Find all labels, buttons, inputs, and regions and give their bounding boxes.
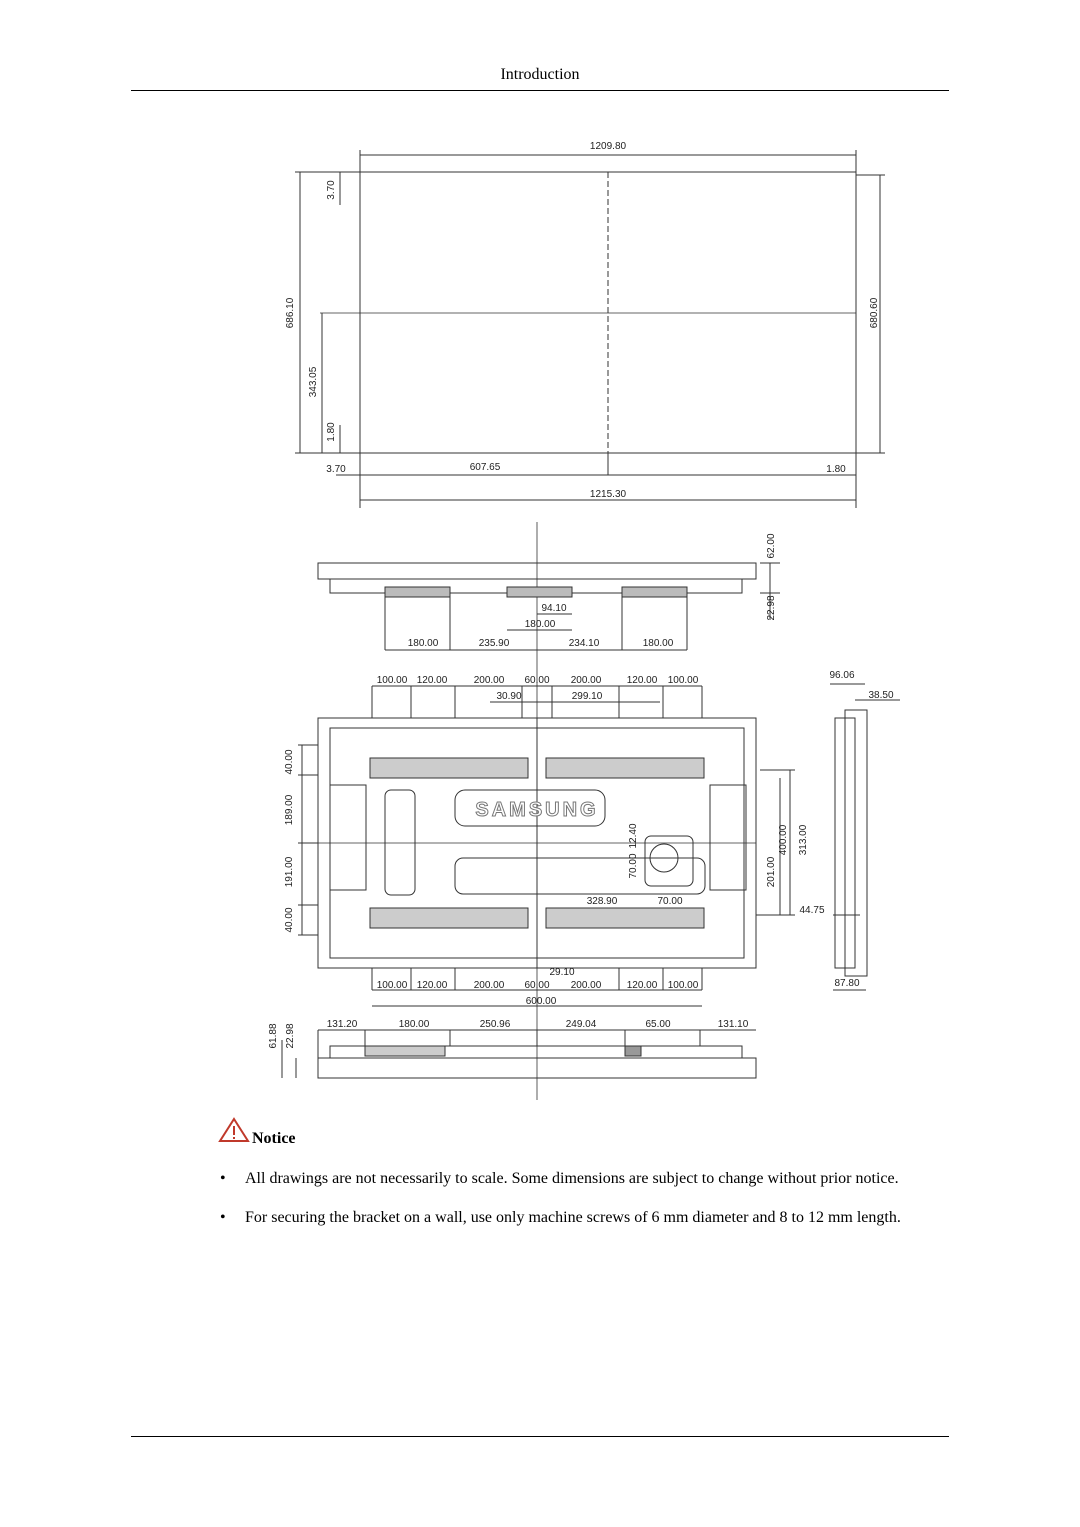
dim-rear-left-height: 40.00 <box>284 749 295 774</box>
page-header-title: Introduction <box>500 66 580 83</box>
dim-rear-bottom-span: 60.00 <box>524 980 549 991</box>
dim-left-height: 686.10 <box>285 297 296 328</box>
dim-left-top-offset: 3.70 <box>326 180 337 200</box>
dim-rear-top-span: 120.00 <box>627 675 658 686</box>
dim-rear-left-height: 40.00 <box>284 907 295 932</box>
dim-top-span: 235.90 <box>479 638 510 649</box>
samsung-logo: SAMSUNG <box>475 799 598 821</box>
footer-rule <box>131 1436 949 1437</box>
dim-bottom-width: 1215.30 <box>590 489 627 500</box>
dim-side-w4: 87.80 <box>834 978 859 989</box>
dim-rear-top-sub: 30.90 <box>496 691 521 702</box>
dim-rear-inner-v: 70.00 <box>628 853 639 878</box>
dim-rear-top-span: 200.00 <box>474 675 505 686</box>
dim-side-w3: 44.75 <box>799 905 824 916</box>
dim-rear-top-span: 100.00 <box>668 675 699 686</box>
dim-rear-bottom-span: 120.00 <box>417 980 448 991</box>
dim-bottom-center: 607.65 <box>470 462 501 473</box>
dim-top-span: 234.10 <box>569 638 600 649</box>
dim-bottom-height: 22.98 <box>285 1023 296 1048</box>
dim-rear-top-span: 100.00 <box>377 675 408 686</box>
dim-rear-bottom-total: 600.00 <box>526 996 557 1007</box>
dim-rear-right-height: 313.00 <box>798 824 809 855</box>
notice-heading: Notice <box>218 1117 296 1148</box>
dim-depth-total: 62.00 <box>766 533 777 558</box>
dim-side-w1: 96.06 <box>829 670 854 681</box>
dim-left-center: 343.05 <box>308 366 319 397</box>
notice-item-text: All drawings are not necessarily to scal… <box>245 1170 899 1187</box>
dim-rear-right-height: 400.00 <box>778 824 789 855</box>
dim-right-height: 680.60 <box>869 297 880 328</box>
notice-list: • All drawings are not necessarily to sc… <box>220 1168 950 1246</box>
dim-rear-inner-h: 70.00 <box>657 896 682 907</box>
dim-side-w2: 38.50 <box>868 690 893 701</box>
warning-triangle-icon <box>218 1117 250 1148</box>
dimension-drawing: 1209.80 1215.30 686.10 680.60 3.70 343.0… <box>268 141 900 1100</box>
dim-rear-bottom-span: 120.00 <box>627 980 658 991</box>
dim-rear-left-height: 189.00 <box>284 794 295 825</box>
dim-rear-bottom-span: 200.00 <box>571 980 602 991</box>
dim-bottom-span: 131.10 <box>718 1019 749 1030</box>
dim-bottom-span: 180.00 <box>399 1019 430 1030</box>
dim-left-bottom-offset: 1.80 <box>326 422 337 442</box>
dim-rear-top-span: 60.00 <box>524 675 549 686</box>
list-item: • For securing the bracket on a wall, us… <box>220 1209 901 1226</box>
dim-rear-right-height: 201.00 <box>766 856 777 887</box>
dim-rear-bottom-span: 200.00 <box>474 980 505 991</box>
dim-rear-left-height: 191.00 <box>284 856 295 887</box>
dim-bottom-right-offset: 1.80 <box>826 464 846 475</box>
list-item: • All drawings are not necessarily to sc… <box>220 1170 899 1187</box>
notice-label: Notice <box>252 1130 296 1147</box>
dim-rear-bottom-span: 100.00 <box>377 980 408 991</box>
dim-bottom-left-offset: 3.70 <box>326 464 346 475</box>
dim-top-width: 1209.80 <box>590 141 627 152</box>
dim-rear-inner-v: 12.40 <box>628 823 639 848</box>
dim-top-d1: 94.10 <box>541 603 566 614</box>
dim-rear-inner-h: 328.90 <box>587 896 618 907</box>
dim-top-span: 180.00 <box>408 638 439 649</box>
dim-rear-bottom-span: 100.00 <box>668 980 699 991</box>
dim-top-d2: 180.00 <box>525 619 556 630</box>
dim-rear-top-sub: 299.10 <box>572 691 603 702</box>
notice-item-text: For securing the bracket on a wall, use … <box>245 1209 901 1226</box>
dim-rear-top-span: 120.00 <box>417 675 448 686</box>
dim-top-span: 180.00 <box>643 638 674 649</box>
dim-rear-top-span: 200.00 <box>571 675 602 686</box>
dim-bottom-span: 131.20 <box>327 1019 358 1030</box>
dim-bottom-height: 61.88 <box>268 1023 279 1048</box>
header-rule <box>131 90 949 91</box>
dim-bottom-span: 65.00 <box>645 1019 670 1030</box>
dim-bottom-span: 250.96 <box>480 1019 511 1030</box>
dim-depth-lower: 22.98 <box>766 595 777 620</box>
dim-bottom-span: 249.04 <box>566 1019 597 1030</box>
dim-rear-bottom-sub: 29.10 <box>549 967 574 978</box>
